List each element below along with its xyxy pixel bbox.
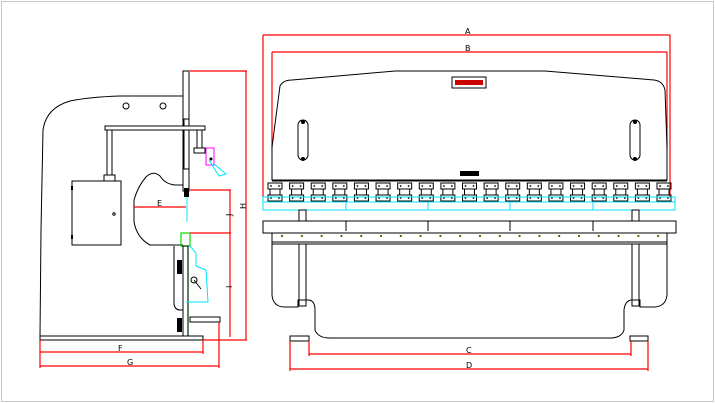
clamp bbox=[332, 182, 348, 202]
hydraulic-rod bbox=[196, 129, 203, 149]
lower-beam bbox=[173, 246, 183, 311]
bed-bolt bbox=[637, 234, 640, 238]
handle-right bbox=[629, 119, 641, 161]
bed-bolt bbox=[538, 234, 541, 238]
clamp bbox=[418, 182, 434, 202]
clamp bbox=[548, 182, 564, 202]
bed-bolt bbox=[597, 234, 600, 238]
nameplate-logo bbox=[455, 80, 483, 85]
dim-label-g: G bbox=[127, 358, 133, 367]
lower-frame-outline bbox=[271, 244, 668, 339]
foot-left bbox=[289, 335, 310, 342]
bed-bolt bbox=[459, 234, 462, 238]
backgauge-finger bbox=[205, 147, 215, 166]
side-column-left bbox=[298, 209, 307, 307]
handle-left bbox=[297, 119, 309, 161]
frame-hole bbox=[159, 102, 167, 110]
clamp bbox=[353, 182, 369, 202]
clamp bbox=[483, 182, 499, 202]
bed-bolt bbox=[379, 234, 383, 238]
front-view: A B bbox=[262, 27, 677, 371]
clamp bbox=[397, 182, 413, 202]
bed bbox=[262, 220, 677, 245]
rod-clamp bbox=[103, 174, 116, 182]
side-frame-outline bbox=[39, 95, 183, 337]
punch-holder bbox=[184, 188, 189, 197]
top-crossbar bbox=[104, 125, 206, 131]
box-hinge bbox=[71, 235, 73, 239]
nameplate bbox=[451, 76, 487, 89]
die-holder bbox=[186, 245, 209, 303]
foot-right bbox=[629, 335, 649, 342]
base-plate bbox=[39, 335, 204, 341]
upper-tool-bar bbox=[262, 196, 676, 211]
dim-label-e: E bbox=[157, 199, 162, 208]
ram-indicator bbox=[460, 171, 479, 176]
electrical-box-lock bbox=[112, 212, 116, 216]
lower-die-column bbox=[182, 245, 189, 337]
clamp bbox=[505, 182, 521, 202]
frame-hole bbox=[122, 102, 130, 110]
dim-label-d: D bbox=[466, 361, 472, 370]
side-view: E J I H F G bbox=[39, 70, 248, 368]
die-screw bbox=[190, 276, 198, 284]
bed-bolt bbox=[439, 234, 442, 238]
clamp-handle bbox=[177, 260, 182, 274]
bed-bolt bbox=[478, 234, 482, 238]
box-hinge bbox=[71, 186, 73, 190]
dim-label-c: C bbox=[466, 346, 472, 355]
dim-label-j: J bbox=[225, 214, 234, 217]
clamp bbox=[591, 182, 607, 202]
bed-bolt bbox=[657, 234, 660, 238]
clamp-row bbox=[267, 182, 672, 202]
clamp bbox=[634, 182, 650, 202]
bed-bolt bbox=[617, 234, 620, 238]
bed-bolt bbox=[518, 234, 521, 238]
clamp bbox=[289, 182, 305, 202]
bed-bolt bbox=[558, 234, 561, 238]
bed-bolt bbox=[320, 234, 323, 238]
clamp bbox=[570, 182, 586, 202]
support-arm bbox=[189, 316, 221, 323]
clamp bbox=[526, 182, 542, 202]
clamp bbox=[440, 182, 456, 202]
clamp bbox=[267, 182, 283, 202]
clamp bbox=[462, 182, 477, 202]
backgauge-knob bbox=[209, 157, 213, 161]
bed-bolt bbox=[419, 234, 422, 238]
clamp bbox=[613, 182, 629, 202]
dim-label-f: F bbox=[118, 344, 123, 353]
clamp-handle bbox=[177, 318, 182, 332]
die-lever bbox=[193, 279, 202, 290]
dim-label-h: H bbox=[239, 203, 248, 209]
clamp bbox=[375, 182, 391, 202]
throat-outline bbox=[133, 172, 183, 246]
backgauge-mount bbox=[193, 147, 206, 154]
side-column-right bbox=[631, 209, 640, 307]
bed-bolt bbox=[280, 234, 284, 238]
bed-bolt bbox=[577, 234, 581, 238]
dim-label-a: A bbox=[465, 27, 471, 36]
backgauge-arm bbox=[208, 159, 228, 177]
bed-bolt bbox=[340, 234, 343, 238]
bed-bolt bbox=[399, 234, 402, 238]
ram-cover-outline bbox=[271, 70, 668, 181]
bed-bolt-row bbox=[280, 234, 660, 238]
bed-bolt bbox=[300, 234, 303, 238]
clamp bbox=[310, 182, 326, 202]
dim-label-i: I bbox=[225, 286, 234, 288]
dim-label-b: B bbox=[465, 44, 471, 53]
bed-bolt bbox=[360, 234, 363, 238]
die-top bbox=[180, 232, 191, 247]
clamp bbox=[656, 182, 672, 202]
ram-guide bbox=[183, 118, 190, 170]
bed-bolt bbox=[498, 234, 501, 238]
hydraulic-rod bbox=[106, 129, 113, 176]
